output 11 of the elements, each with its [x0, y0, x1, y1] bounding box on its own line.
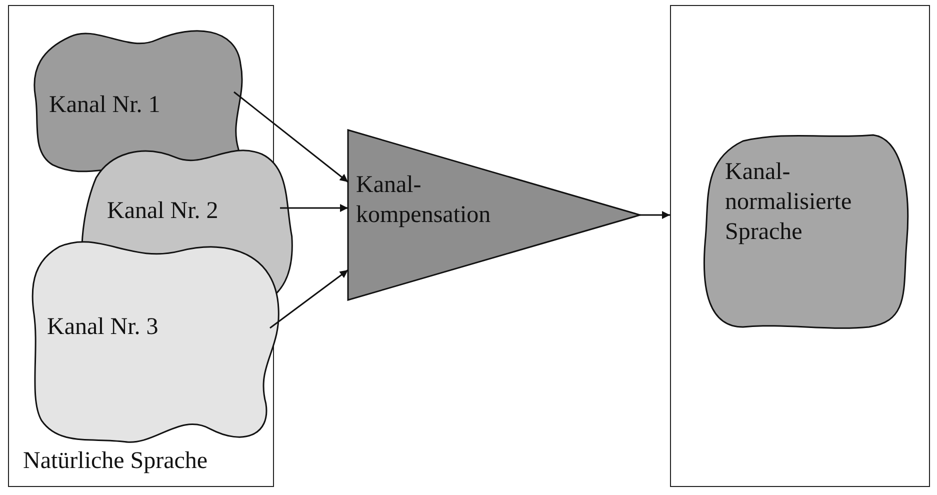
- node-label: Kanal- normalisierte Sprache: [725, 158, 853, 247]
- arrow: [640, 211, 670, 219]
- node-label: Kanal Nr. 2: [107, 197, 218, 226]
- node-label: Kanal Nr. 3: [47, 313, 158, 342]
- arrow: [270, 269, 348, 329]
- arrow: [234, 91, 348, 183]
- frame-box: [670, 5, 930, 487]
- node-label: Kanal- kompensation: [356, 171, 492, 230]
- arrow: [280, 204, 348, 212]
- node-label: Natürliche Sprache: [23, 447, 208, 476]
- node-label: Kanal Nr. 1: [49, 91, 160, 120]
